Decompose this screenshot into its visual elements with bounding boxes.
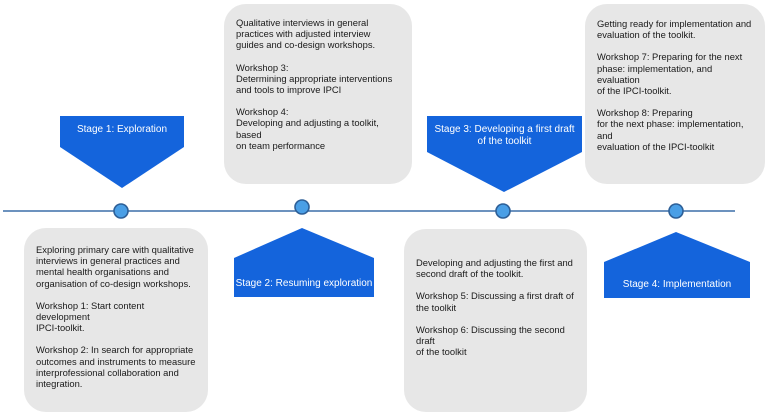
stage-4-label: Stage 4: Implementation bbox=[622, 279, 732, 290]
workshop-7-text: Workshop 7: Preparing for the next phase… bbox=[597, 51, 743, 97]
stage-2-intro-text: Qualitative interviews in general practi… bbox=[236, 17, 376, 51]
workshop-5-text: Workshop 5: Discussing a first draft of … bbox=[416, 290, 574, 313]
workshop-6-text: Workshop 6: Discussing the second draft … bbox=[416, 323, 565, 358]
workshop-1-text: Workshop 1: Start content development IP… bbox=[36, 299, 145, 334]
timeline-node-1 bbox=[113, 203, 129, 219]
timeline-node-4 bbox=[668, 203, 684, 219]
stage-4-arrow bbox=[604, 232, 750, 298]
workshop-4-text: Workshop 4: Developing and adjusting a t… bbox=[236, 106, 379, 151]
stage-3-description-box: Developing and adjusting the first and s… bbox=[404, 229, 587, 412]
stage-4-description-box: Getting ready for implementation and eva… bbox=[585, 4, 765, 184]
stage-3-intro-text: Developing and adjusting the first and s… bbox=[416, 257, 573, 280]
workshop-2-text: Workshop 2: In search for appropriate ou… bbox=[36, 344, 196, 390]
stage-1-label: Stage 1: Exploration bbox=[76, 124, 168, 135]
timeline-node-2 bbox=[294, 199, 310, 215]
stage-3-arrow bbox=[427, 116, 582, 192]
stage-1-arrow bbox=[60, 116, 184, 188]
workshop-8-text: Workshop 8: Preparing for the next phase… bbox=[597, 107, 744, 152]
workshop-3-text: Workshop 3: Determining appropriate inte… bbox=[236, 61, 393, 96]
stage-2-label: Stage 2: Resuming exploration bbox=[235, 278, 373, 289]
stage-1-description-box: Exploring primary care with qualitative … bbox=[24, 228, 208, 412]
stage-3-label: Stage 3: Developing a first draft of the… bbox=[434, 124, 575, 147]
stage-2-arrow bbox=[234, 228, 374, 297]
stage-2-description-box: Qualitative interviews in general practi… bbox=[224, 4, 412, 184]
stage-4-intro-text: Getting ready for implementation and eva… bbox=[597, 18, 752, 41]
timeline-node-3 bbox=[495, 203, 511, 219]
stage-1-intro-text: Exploring primary care with qualitative … bbox=[36, 244, 194, 289]
